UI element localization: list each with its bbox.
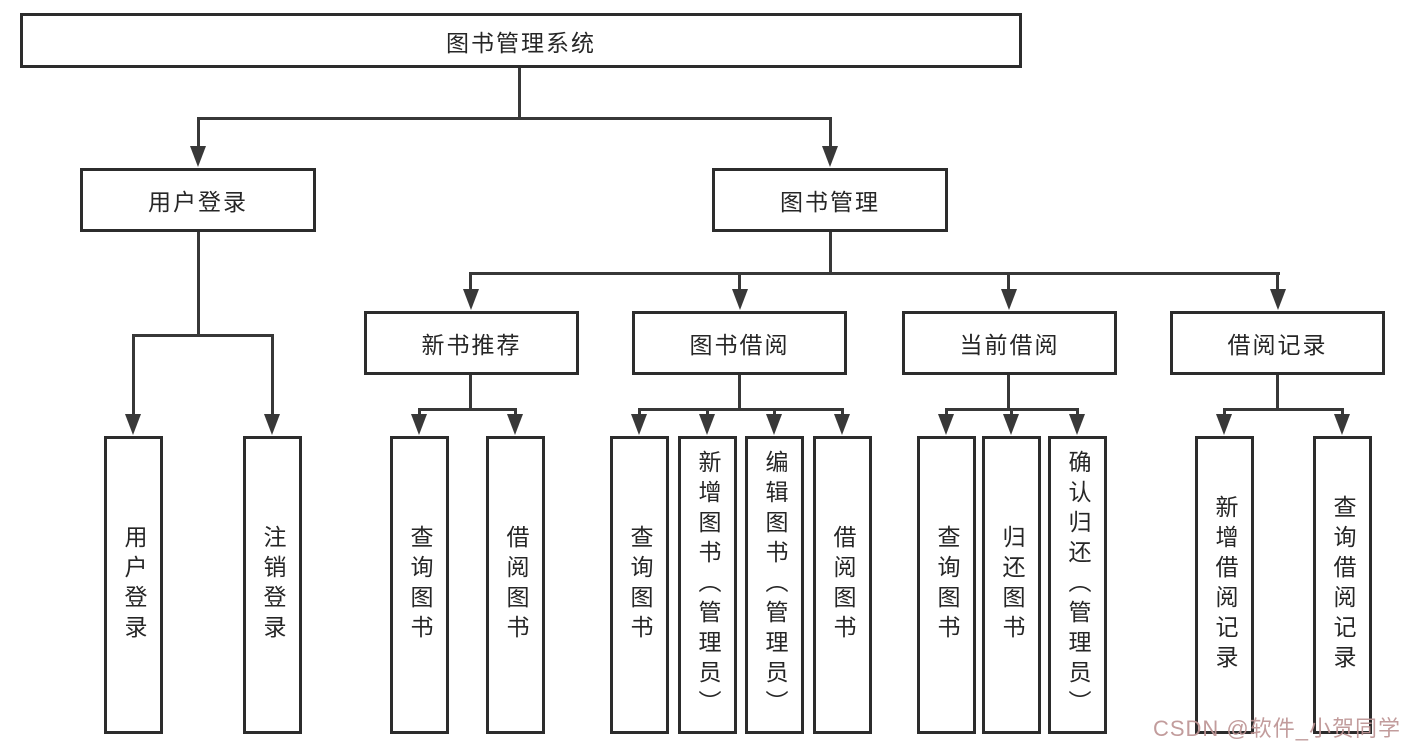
csdn-watermark: CSDN @软件_小贺同学 (1152, 716, 1401, 741)
connector-recommend-stem (469, 375, 472, 410)
connector-drop-user-login (197, 117, 200, 148)
node-current-borrow: 当前借阅 (902, 311, 1117, 375)
connector-borrow-rail (638, 408, 844, 411)
arrow-down-current-c0 (938, 414, 954, 435)
connector-drop-recommend (469, 272, 472, 291)
connector-login-rail (132, 334, 274, 337)
node-borrow-books-borrow: 借阅图书 (813, 436, 872, 734)
connector-drop-logout-leaf (271, 334, 274, 416)
arrow-down-borrow-c2 (766, 414, 782, 435)
arrow-down-recommend-c0 (411, 414, 427, 435)
connector-drop-record (1276, 272, 1279, 291)
connector-login-stem (197, 232, 200, 336)
node-borrow-record: 借阅记录 (1170, 311, 1385, 375)
arrow-down-logout-leaf (264, 414, 280, 435)
node-confirm-return-admin: 确认归还（管理员） (1048, 436, 1107, 734)
arrow-down-borrow-c1 (699, 414, 715, 435)
node-user-login: 用户登录 (80, 168, 316, 232)
node-edit-book-admin: 编辑图书（管理员） (745, 436, 804, 734)
connector-drop-current (1007, 272, 1010, 291)
connector-drop-login-leaf (132, 334, 135, 416)
connector-drop-recommend-c0 (418, 408, 421, 416)
connector-drop-book-management (829, 117, 832, 148)
node-query-books-current: 查询图书 (917, 436, 976, 734)
node-query-borrow-record: 查询借阅记录 (1313, 436, 1372, 734)
connector-current-stem (1007, 375, 1010, 410)
arrow-down-recommend-c1 (507, 414, 523, 435)
connector-recommend-rail (418, 408, 517, 411)
connector-root-stem (518, 68, 521, 119)
connector-management-stem (829, 232, 832, 274)
arrow-down-borrow-c0 (631, 414, 647, 435)
node-library-system-root: 图书管理系统 (20, 13, 1022, 68)
connector-drop-record-c0 (1223, 408, 1226, 416)
connector-drop-current-c1 (1010, 408, 1013, 416)
node-book-borrow: 图书借阅 (632, 311, 847, 375)
node-return-books: 归还图书 (982, 436, 1041, 734)
arrow-down-record-c0 (1216, 414, 1232, 435)
node-query-books-recommend: 查询图书 (390, 436, 449, 734)
arrow-down-record (1270, 289, 1286, 310)
arrow-down-recommend (463, 289, 479, 310)
arrow-down-current-c1 (1003, 414, 1019, 435)
connector-drop-borrow-c1 (706, 408, 709, 416)
arrow-down-borrow (732, 289, 748, 310)
arrow-down-record-c1 (1334, 414, 1350, 435)
connector-level3-rail (470, 272, 1280, 275)
connector-drop-recommend-c1 (514, 408, 517, 416)
connector-drop-current-c0 (945, 408, 948, 416)
connector-drop-record-c1 (1341, 408, 1344, 416)
connector-record-rail (1223, 408, 1344, 411)
connector-drop-current-c2 (1076, 408, 1079, 416)
node-user-login-leaf: 用户登录 (104, 436, 163, 734)
node-book-management: 图书管理 (712, 168, 948, 232)
node-query-books-borrow: 查询图书 (610, 436, 669, 734)
node-borrow-books-recommend: 借阅图书 (486, 436, 545, 734)
connector-drop-borrow-c2 (773, 408, 776, 416)
connector-level2-rail (197, 117, 832, 120)
arrow-down-book-management (822, 146, 838, 167)
arrow-down-current (1001, 289, 1017, 310)
node-add-book-admin: 新增图书（管理员） (678, 436, 737, 734)
connector-borrow-stem (738, 375, 741, 410)
arrow-down-current-c2 (1069, 414, 1085, 435)
node-logout-leaf: 注销登录 (243, 436, 302, 734)
connector-record-stem (1276, 375, 1279, 410)
arrow-down-login-leaf (125, 414, 141, 435)
arrow-down-user-login (190, 146, 206, 167)
connector-drop-borrow-c3 (841, 408, 844, 416)
connector-drop-borrow (738, 272, 741, 291)
node-add-borrow-record: 新增借阅记录 (1195, 436, 1254, 734)
connector-drop-borrow-c0 (638, 408, 641, 416)
node-new-book-recommend: 新书推荐 (364, 311, 579, 375)
arrow-down-borrow-c3 (834, 414, 850, 435)
